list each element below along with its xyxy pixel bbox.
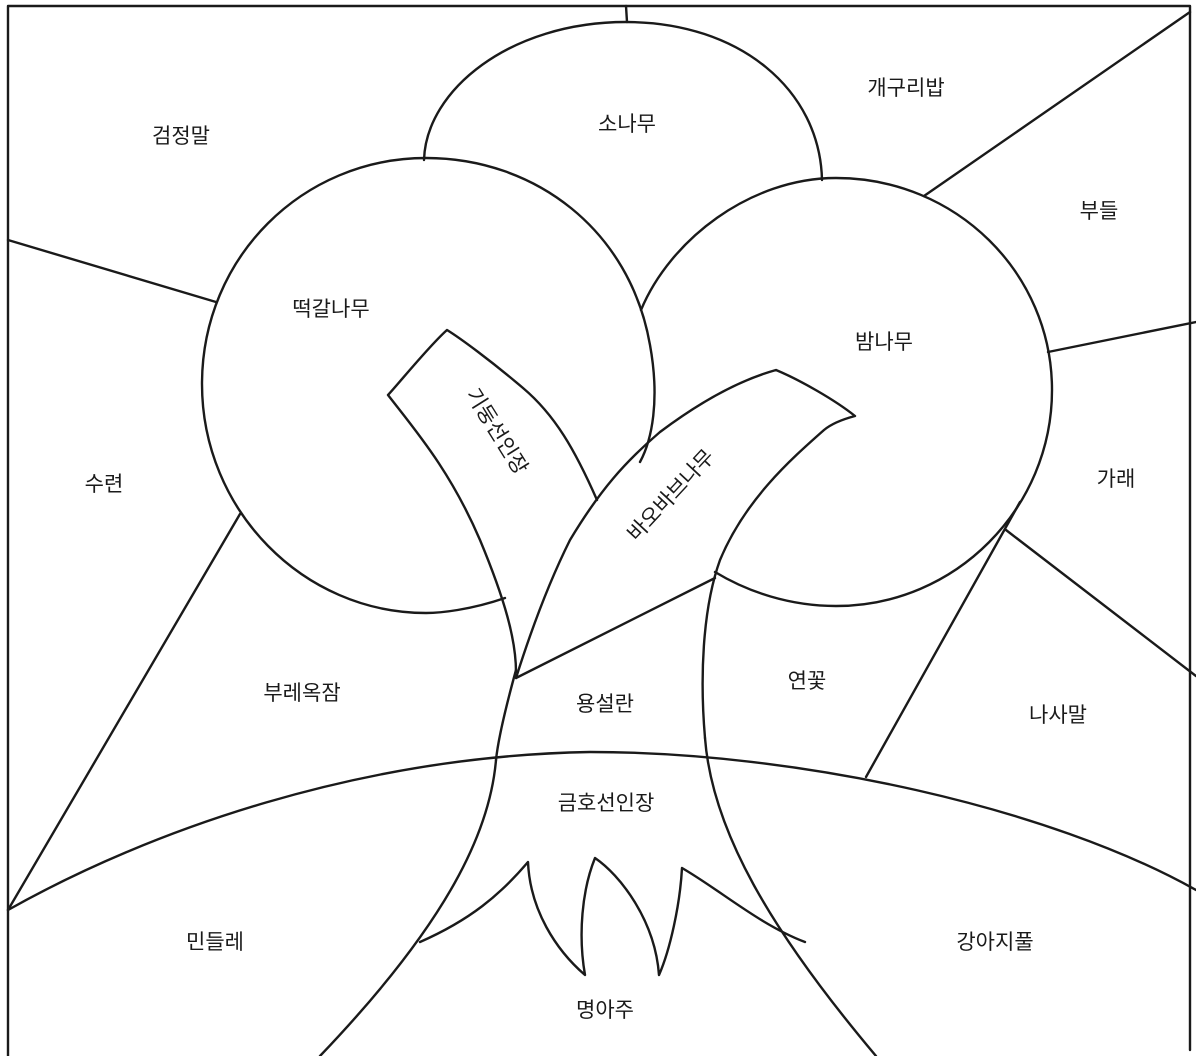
- label-bureoksam: 부레옥잠: [263, 682, 340, 705]
- label-gaegurilbap: 개구리밥: [867, 77, 944, 100]
- label-suryeon: 수련: [85, 473, 124, 496]
- label-baobabnamu: 바오바브나무: [623, 445, 719, 545]
- label-gangajipul: 강아지풀: [956, 931, 1033, 954]
- label-myeongaju: 명아주: [576, 999, 634, 1022]
- label-tteokgalnamu: 떡갈나무: [292, 298, 369, 321]
- label-budeul: 부들: [1080, 200, 1119, 223]
- label-nasamal: 나사말: [1029, 704, 1087, 727]
- label-geumhoseoninjang: 금호선인장: [558, 792, 655, 815]
- label-yongseollan: 용설란: [576, 693, 634, 716]
- label-gidungseoninjang: 기둥선인장: [461, 384, 532, 478]
- label-sonamu: 소나무: [598, 113, 656, 136]
- label-mindeulle: 민들레: [186, 931, 244, 954]
- label-yeonkkot: 연꽃: [788, 670, 827, 693]
- label-geomjeongmal: 검정말: [152, 125, 210, 148]
- label-bamnamu: 밤나무: [855, 331, 913, 354]
- label-garae: 가래: [1097, 468, 1136, 491]
